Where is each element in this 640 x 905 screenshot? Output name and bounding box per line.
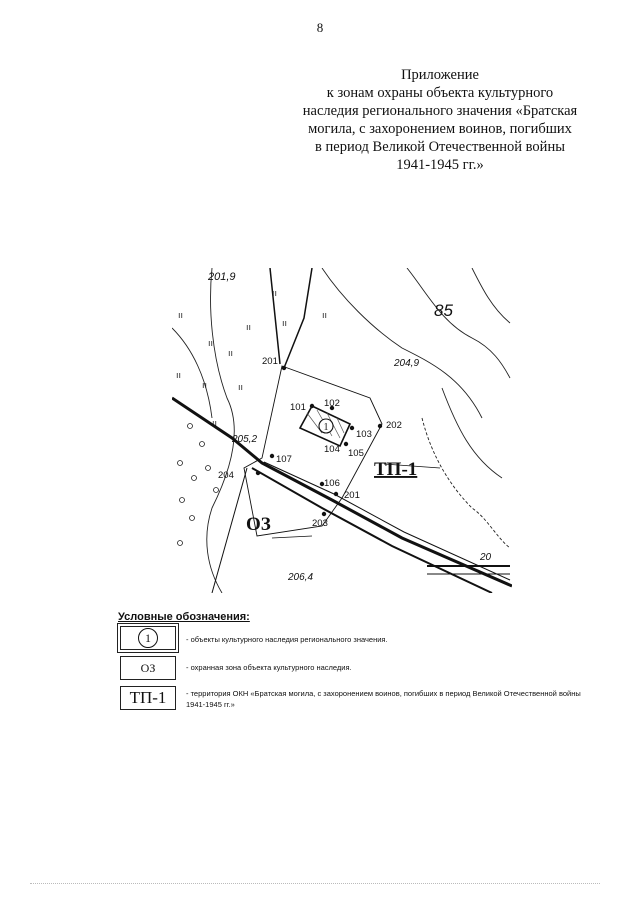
svg-text:ıı: ıı [208, 338, 213, 348]
point-label: 203 [312, 518, 328, 529]
appendix-line: могила, с захоронением воинов, погибших [308, 121, 572, 137]
legend-text-oz: - охранная зона объекта культурного насл… [186, 663, 352, 672]
legend-title: Условные обозначения: [118, 611, 250, 623]
svg-text:ıı: ıı [228, 348, 233, 358]
elevation-label: 85 [434, 301, 453, 320]
elevation-label: 205,2 [231, 434, 257, 445]
svg-text:ıı: ıı [238, 382, 243, 392]
point-label: 101 [290, 402, 306, 413]
svg-text:ıı: ıı [246, 322, 251, 332]
object-circle-icon: 1 [138, 628, 158, 648]
elevation-label: 201,9 [207, 271, 236, 283]
legend-symbol-oz: ОЗ [120, 656, 176, 680]
footer-divider [30, 883, 600, 884]
elevation-label: 20 [479, 552, 492, 563]
survey-points [255, 365, 383, 517]
svg-text:ıı: ıı [322, 310, 327, 320]
legend-symbol-text: ОЗ [140, 660, 156, 675]
appendix-heading: Приложение к зонам охраны объекта культу… [290, 66, 590, 174]
legend-symbol-text: ТП-1 [129, 688, 167, 707]
svg-text:ıı: ıı [176, 370, 181, 380]
vegetation-symbols: ıı ıı ıı ıı ıı ıı ıı ıı ıı ıı ıı [176, 288, 327, 428]
elevation-labels: 201,9 85 204,9 205,2 206,4 20 [207, 271, 492, 583]
garden-symbols [177, 423, 219, 546]
point-label: 204 [218, 470, 234, 481]
point-label: 201 [344, 490, 360, 501]
object-marker-number: 1 [324, 422, 329, 433]
label-leaders [271, 463, 441, 539]
map-background [172, 268, 512, 593]
point-label: 201 [262, 356, 278, 367]
contour-lines [172, 268, 511, 593]
svg-text:ıı: ıı [212, 418, 217, 428]
legend-symbol-object: 1 [117, 623, 179, 653]
elevation-label: 204,9 [393, 358, 419, 369]
zone-label-oz: ОЗ [246, 514, 271, 535]
legend-symbol-tp: ТП-1 [120, 686, 176, 710]
object-marker: 1 [318, 418, 334, 434]
appendix-line: Приложение [401, 67, 479, 83]
point-labels: 201 101 102 103 202 104 105 107 106 201 … [218, 356, 402, 529]
protection-zone-boundary [211, 268, 383, 593]
page-number: 8 [316, 20, 324, 35]
appendix-line: наследия регионального значения «Братска… [302, 103, 578, 119]
point-label: 104 [324, 444, 340, 455]
legend-text-object: - объекты культурного наследия региональ… [186, 635, 388, 644]
point-label: 105 [348, 448, 364, 459]
point-label: 106 [324, 478, 340, 489]
appendix-line: в период Великой Отечественной войны [315, 139, 565, 155]
zone-label-tp: ТП-1 [374, 459, 417, 480]
appendix-line: к зонам охраны объекта культурного [326, 85, 554, 101]
point-label: 107 [276, 454, 292, 465]
legend-symbol-text: 1 [145, 630, 151, 645]
svg-text:ıı: ıı [272, 288, 277, 298]
point-label: 202 [386, 420, 402, 431]
legend-text-tp: - территория ОКН «Братская могила, с зах… [186, 689, 581, 709]
road [172, 396, 512, 593]
svg-text:ıı: ıı [282, 318, 287, 328]
point-label: 102 [324, 398, 340, 409]
elevation-label: 206,4 [287, 572, 313, 583]
point-label: 103 [356, 429, 372, 440]
svg-text:ıı: ıı [202, 380, 207, 390]
svg-text:ıı: ıı [178, 310, 183, 320]
appendix-line: 1941-1945 гг.» [396, 157, 484, 173]
zone-map: ıı ıı ıı ıı ıı ıı ıı ıı ıı ıı ıı [172, 268, 512, 593]
